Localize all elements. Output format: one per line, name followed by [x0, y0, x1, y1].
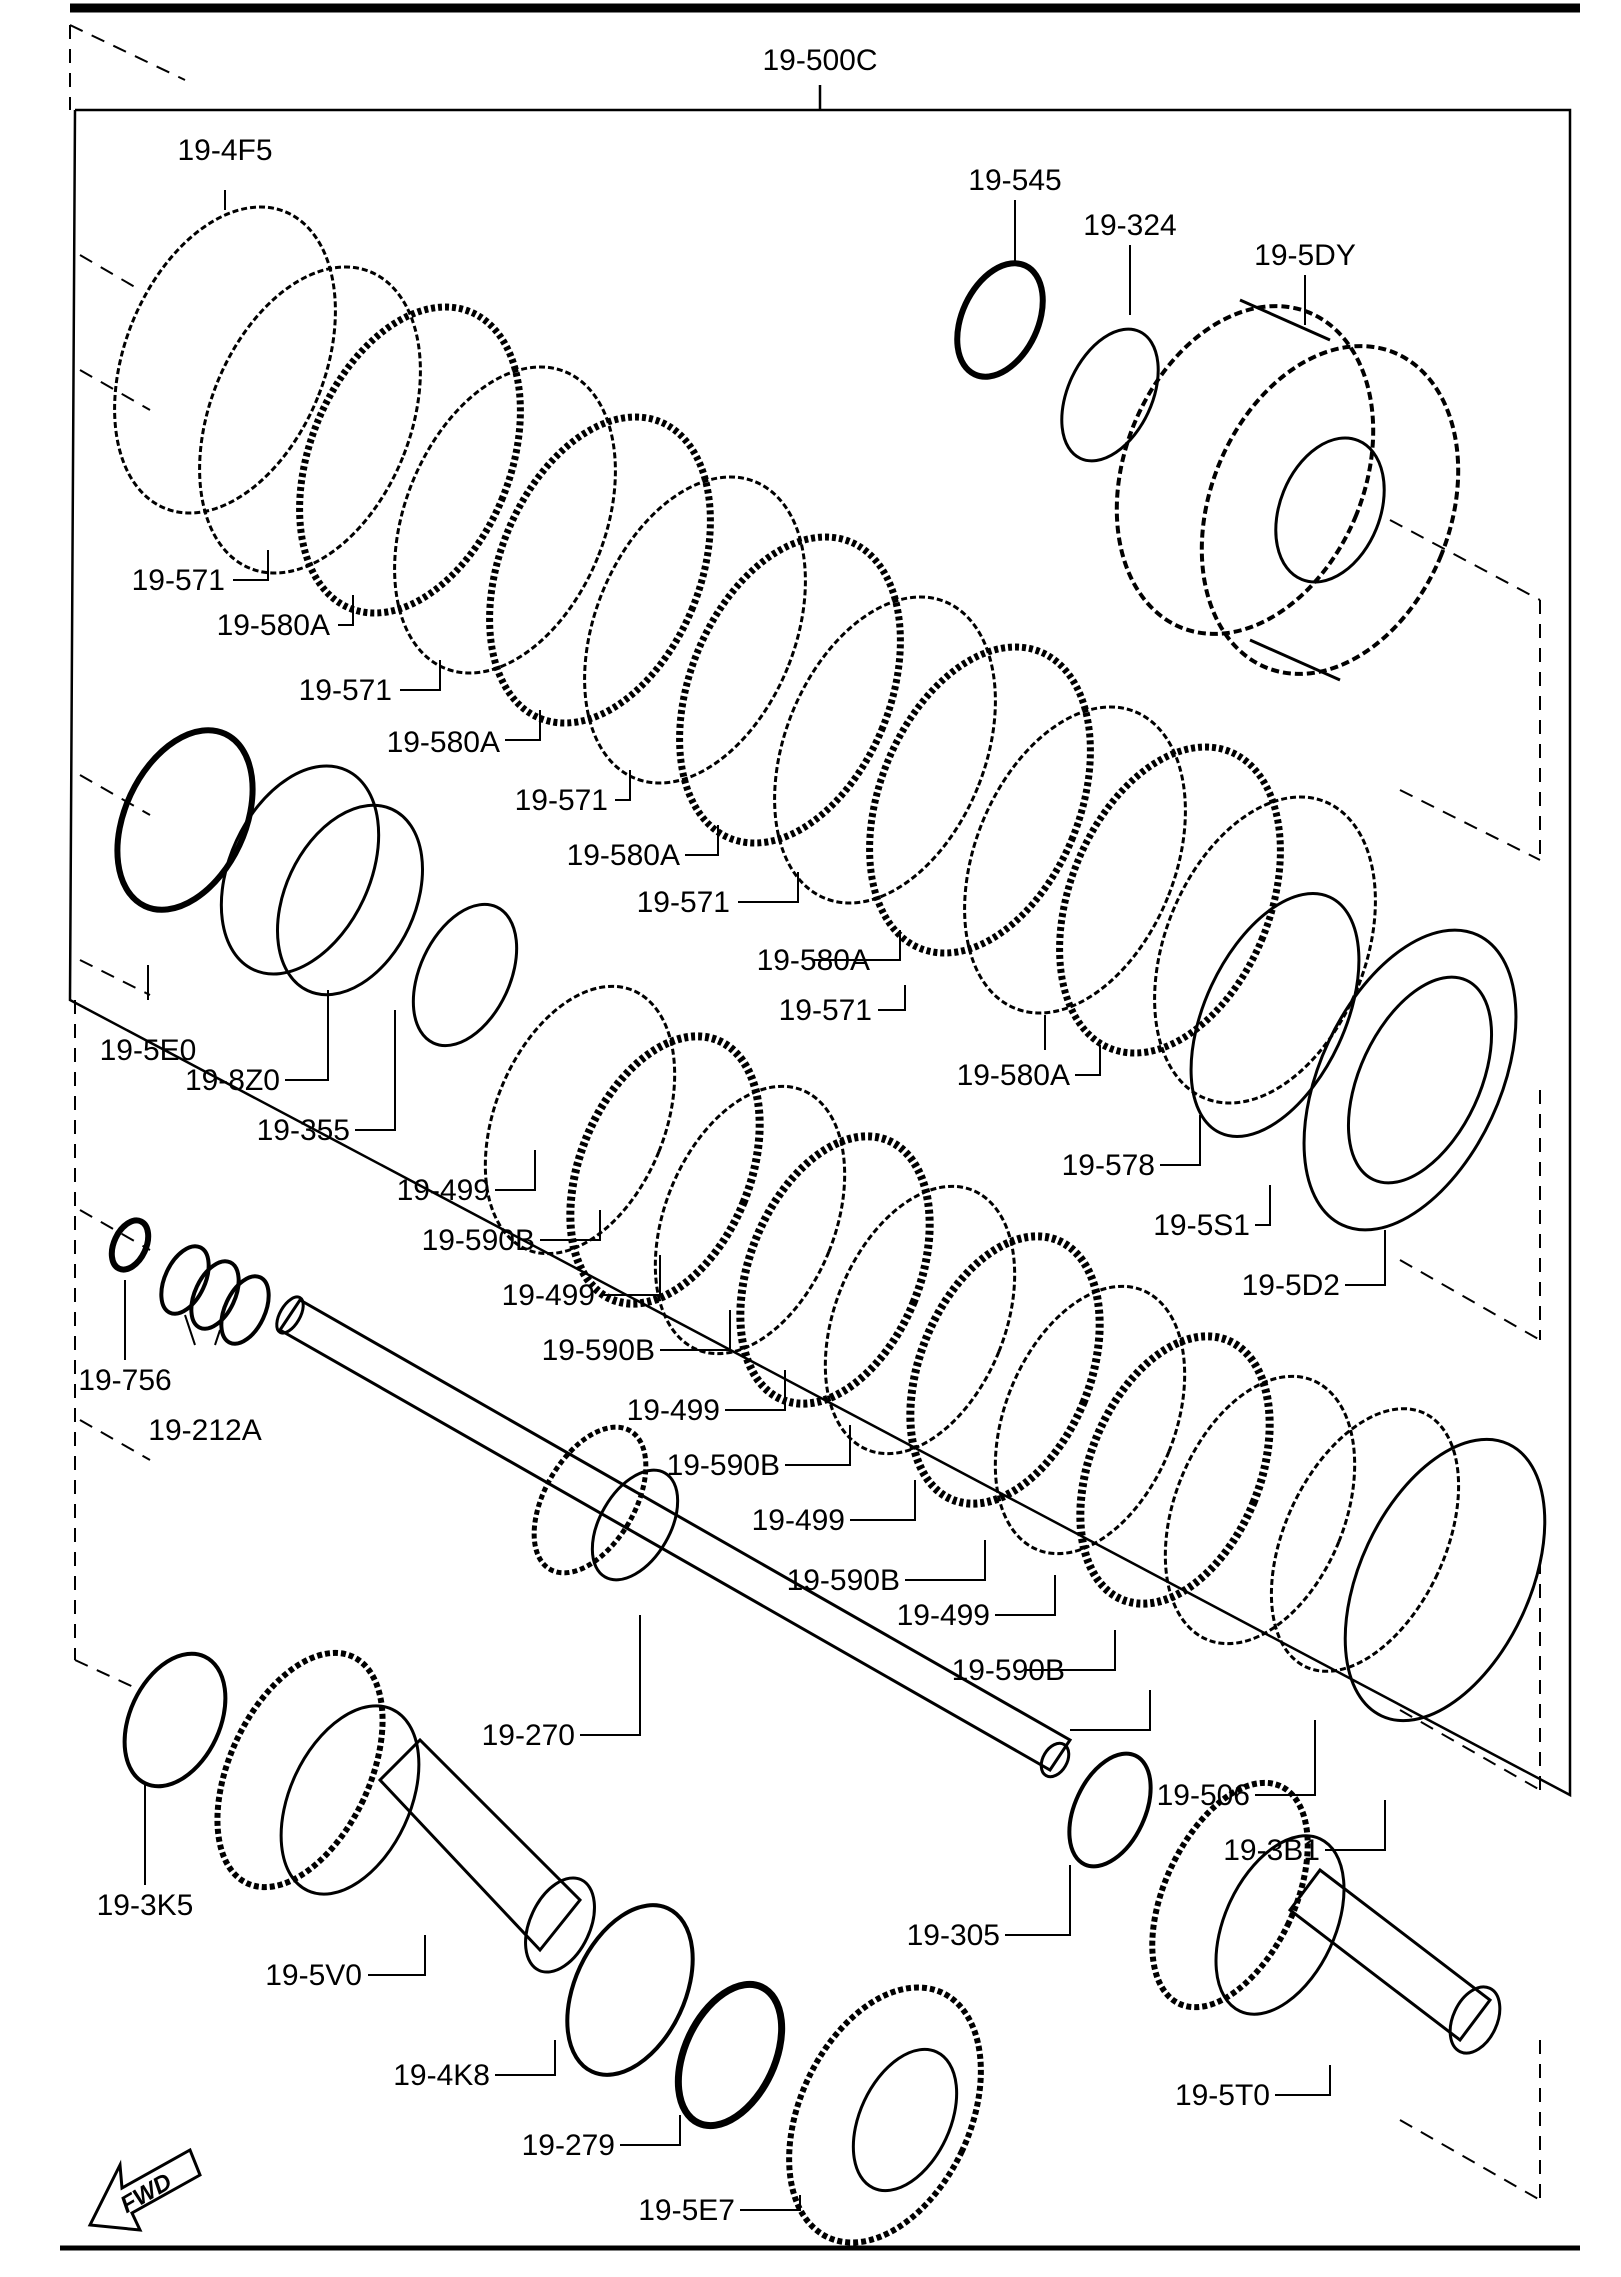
seal-19-279: [674, 1980, 786, 2130]
part-label: 19-3K5: [97, 1889, 194, 1922]
part-label: 19-3B1: [1223, 1834, 1320, 1867]
part-label: 19-578: [1062, 1149, 1155, 1182]
part-label: 19-5V0: [265, 1959, 362, 1992]
clutch-drum-19-5DY: [1114, 298, 1461, 682]
part-label: 19-8Z0: [185, 1064, 280, 1097]
part-label: 19-590B: [952, 1654, 1065, 1687]
part-label: 19-305: [907, 1919, 1000, 1952]
part-label: 19-499: [897, 1599, 990, 1632]
part-label: 19-324: [1083, 209, 1176, 242]
part-label: 19-571: [637, 886, 730, 919]
part-label: 19-580A: [567, 839, 680, 872]
part-label: 19-279: [522, 2129, 615, 2162]
small-seals: [108, 1217, 271, 1346]
part-label: 19-590B: [787, 1564, 900, 1597]
part-label: 19-5DY: [1254, 239, 1356, 272]
part-label: 19-5D2: [1242, 1269, 1340, 1302]
part-label: 19-590B: [667, 1449, 780, 1482]
snap-ring-19-355: [411, 902, 519, 1048]
part-label: 19-270: [482, 1719, 575, 1752]
gear-19-5E7: [786, 1984, 984, 2246]
ring-19-305: [1067, 1751, 1153, 1869]
shaft-19-270: [275, 1295, 1073, 1779]
part-label: 19-571: [779, 994, 872, 1027]
spring-plate-19-5D2: [1302, 928, 1518, 1232]
upper-clutch-pack: [113, 205, 1377, 1105]
part-label: 19-355: [257, 1114, 350, 1147]
part-label: 19-590B: [422, 1224, 535, 1257]
part-label: 19-4K8: [393, 2059, 490, 2092]
part-label: 19-506: [1157, 1779, 1250, 1812]
part-label: 19-499: [627, 1394, 720, 1427]
part-label: 19-571: [515, 784, 608, 817]
part-label: 19-571: [132, 564, 225, 597]
part-label: 19-590B: [542, 1334, 655, 1367]
snap-ring-19-3B1: [1343, 1437, 1547, 1723]
gear-shaft-19-5V0: [214, 1649, 596, 1974]
part-label: 19-580A: [757, 944, 870, 977]
fwd-arrow-icon: FWD: [87, 2147, 202, 2232]
leader-lines: [124, 190, 1386, 2211]
piston-19-8Z0: [219, 764, 425, 997]
seal-19-5E0: [114, 727, 256, 913]
part-label: 19-5E7: [638, 2194, 735, 2227]
part-label: 19-5E0: [100, 1034, 197, 1067]
plate-19-506: [1269, 1407, 1461, 1673]
assembly-boundary: [68, 108, 1572, 1798]
dashed-reference-lines: [69, 24, 1541, 2201]
part-label: 19-5S1: [1153, 1209, 1250, 1242]
part-label: 19-499: [502, 1279, 595, 1312]
ring-19-324: [1060, 327, 1160, 463]
part-label: 19-499: [397, 1174, 490, 1207]
part-label: 19-499: [752, 1504, 845, 1537]
seal-19-545: [954, 260, 1046, 380]
ring-19-4K8: [565, 1903, 695, 2077]
ring-19-5S1: [1189, 892, 1361, 1138]
part-label: 19-580A: [217, 609, 330, 642]
part-label: 19-571: [299, 674, 392, 707]
part-label: 19-212A: [148, 1414, 261, 1447]
part-label: 19-756: [78, 1364, 171, 1397]
part-label: 19-580A: [387, 726, 500, 759]
part-label: 19-4F5: [177, 134, 272, 167]
lower-clutch-pack: [483, 984, 1357, 1646]
assembly-label: 19-500C: [762, 44, 877, 77]
part-label: 19-545: [968, 164, 1061, 197]
part-label: 19-5T0: [1175, 2079, 1270, 2112]
ring-19-3K5: [122, 1651, 228, 1789]
part-label: 19-580A: [957, 1059, 1070, 1092]
gear-shaft-19-5T0: [1149, 1779, 1502, 2055]
